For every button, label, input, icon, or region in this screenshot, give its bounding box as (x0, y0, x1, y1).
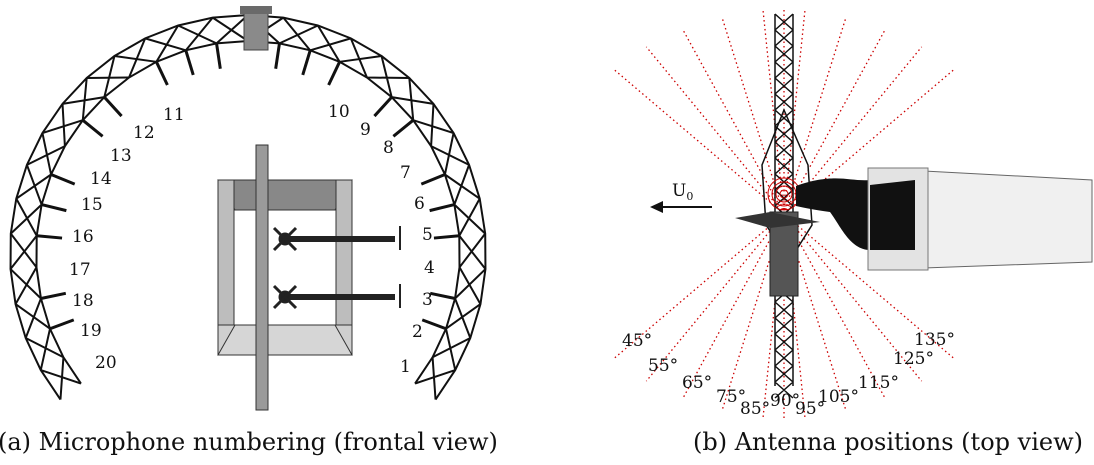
antenna-ray (783, 213, 847, 412)
mic-label-17: 17 (69, 260, 91, 280)
antenna-ray (613, 213, 785, 359)
microphone (301, 49, 312, 76)
antenna-ray (783, 213, 886, 400)
top-traverse (240, 6, 272, 51)
microphone (429, 203, 455, 213)
propeller-lower (272, 284, 298, 310)
nozzle (796, 167, 1093, 271)
microphone (155, 61, 169, 86)
mic-label-5: 5 (422, 225, 433, 245)
angle-label-85: 85° (740, 399, 770, 419)
microphone (103, 96, 123, 118)
angle-label-135: 135° (914, 330, 955, 350)
angle-label-65: 65° (682, 373, 712, 393)
caption-a: (a) Microphone numbering (frontal view) (0, 428, 498, 456)
angle-label-45: 45° (622, 331, 652, 351)
antenna-ray (721, 16, 785, 215)
test-model-frontal (217, 144, 401, 411)
microphone (421, 318, 447, 331)
panel-a-frontal-view: 1 2 3 4 5 6 7 8 9 10 11 12 13 14 15 16 1… (0, 6, 498, 456)
antenna-ray (783, 28, 886, 215)
microphone (327, 61, 341, 86)
antenna-ray (682, 28, 785, 215)
panel-b-top-view: U0 45° 55° 65° 75° 85° 90° 95° 105° 115°… (613, 10, 1093, 456)
propeller-upper (272, 226, 298, 252)
mic-label-3: 3 (422, 290, 433, 310)
microphone (420, 173, 446, 186)
microphone (184, 49, 195, 76)
wing (735, 212, 820, 228)
antenna-ray (783, 213, 923, 382)
caption-b: (b) Antenna positions (top view) (693, 428, 1083, 456)
flow-label: U0 (672, 181, 693, 203)
mic-label-7: 7 (400, 163, 411, 183)
truss-member (9, 14, 487, 400)
angle-labels: 45° 55° 65° 75° 85° 90° 95° 105° 115° 12… (622, 330, 955, 419)
microphone (36, 234, 63, 240)
mic-label-4: 4 (424, 258, 435, 278)
mic-label-20: 20 (95, 353, 117, 373)
mic-label-19: 19 (80, 321, 102, 341)
mic-label-8: 8 (383, 138, 394, 158)
angle-label-55: 55° (648, 356, 678, 376)
antenna-ray (783, 16, 847, 215)
mic-label-1: 1 (400, 357, 411, 377)
microphone (392, 118, 415, 138)
angle-label-125: 125° (893, 349, 934, 369)
mic-label-18: 18 (72, 291, 94, 311)
microphone (429, 291, 456, 300)
microphone (41, 203, 67, 213)
microphone (49, 318, 75, 331)
antenna-ray (682, 213, 785, 400)
antenna-ray (613, 69, 785, 215)
microphone (81, 118, 104, 138)
angle-label-105: 105° (818, 387, 859, 407)
mic-label-11: 11 (163, 105, 185, 125)
microphone-ring-truss (9, 13, 487, 401)
mic-label-13: 13 (110, 146, 132, 166)
microphone-labels: 1 2 3 4 5 6 7 8 9 10 11 12 13 14 15 16 1… (69, 102, 435, 377)
antenna-ray (645, 213, 785, 382)
microphone (40, 291, 67, 300)
antenna-ray (645, 46, 785, 215)
mic-label-9: 9 (360, 120, 371, 140)
antenna-ray (783, 213, 955, 359)
antenna-ray (721, 213, 785, 412)
angle-label-95: 95° (795, 399, 825, 419)
microphone (50, 173, 76, 186)
mic-label-2: 2 (412, 322, 423, 342)
angle-label-90: 90° (770, 391, 800, 411)
flow-arrow: U0 (650, 181, 712, 213)
microphone (373, 96, 393, 118)
mic-label-6: 6 (414, 194, 425, 214)
microphone (274, 43, 281, 69)
mic-label-14: 14 (90, 169, 112, 189)
microphone (215, 43, 222, 69)
mic-label-16: 16 (72, 227, 94, 247)
angle-label-75: 75° (716, 387, 746, 407)
microphone (433, 234, 460, 240)
mic-label-10: 10 (328, 102, 350, 122)
angle-label-115: 115° (858, 373, 899, 393)
mic-label-12: 12 (133, 123, 155, 143)
mic-label-15: 15 (81, 195, 103, 215)
